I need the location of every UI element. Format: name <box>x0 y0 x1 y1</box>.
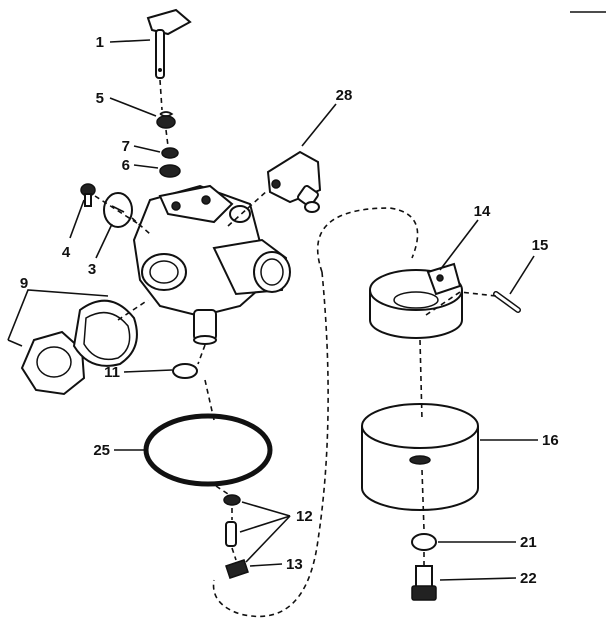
callout-1: 1 <box>96 34 104 51</box>
part-12-jet <box>225 521 237 547</box>
callout-13: 13 <box>286 556 303 573</box>
callout-5: 5 <box>96 90 104 107</box>
callout-labels: 1 5 7 6 4 3 9 28 14 15 11 25 16 12 13 21… <box>20 34 559 587</box>
callout-16: 16 <box>542 432 559 449</box>
part-4-screw <box>80 183 96 207</box>
callout-3: 3 <box>88 261 96 278</box>
carburetor-body <box>132 184 291 345</box>
part-3-plate <box>103 192 133 228</box>
part-16-float-bowl <box>361 403 479 511</box>
callout-25: 25 <box>93 442 110 459</box>
callout-9: 9 <box>20 275 28 292</box>
assembly-lines <box>94 79 497 618</box>
callout-11: 11 <box>104 364 120 381</box>
callout-14: 14 <box>474 203 491 220</box>
callout-28: 28 <box>336 87 353 104</box>
part-14-float <box>369 262 463 339</box>
part-13-needle <box>225 559 249 579</box>
callout-7: 7 <box>122 138 130 155</box>
part-9-choke-assembly <box>20 299 138 396</box>
part-11-gasket <box>172 363 198 379</box>
part-28-valve-fitting <box>266 150 322 213</box>
callout-22: 22 <box>520 570 537 587</box>
part-1-throttle-lever <box>146 8 192 79</box>
callout-12: 12 <box>296 508 313 525</box>
part-25-o-ring <box>143 413 273 487</box>
part-5-screw <box>156 111 176 129</box>
part-7-washer <box>161 147 179 159</box>
callout-21: 21 <box>520 534 537 551</box>
part-22-bowl-nut <box>411 565 437 601</box>
part-12-washer <box>223 494 241 506</box>
callout-6: 6 <box>122 157 130 174</box>
part-6-seal <box>159 164 181 178</box>
part-21-washer <box>411 533 437 551</box>
callout-4: 4 <box>62 244 71 261</box>
leader-lines <box>7 39 538 581</box>
callout-15: 15 <box>532 237 549 254</box>
